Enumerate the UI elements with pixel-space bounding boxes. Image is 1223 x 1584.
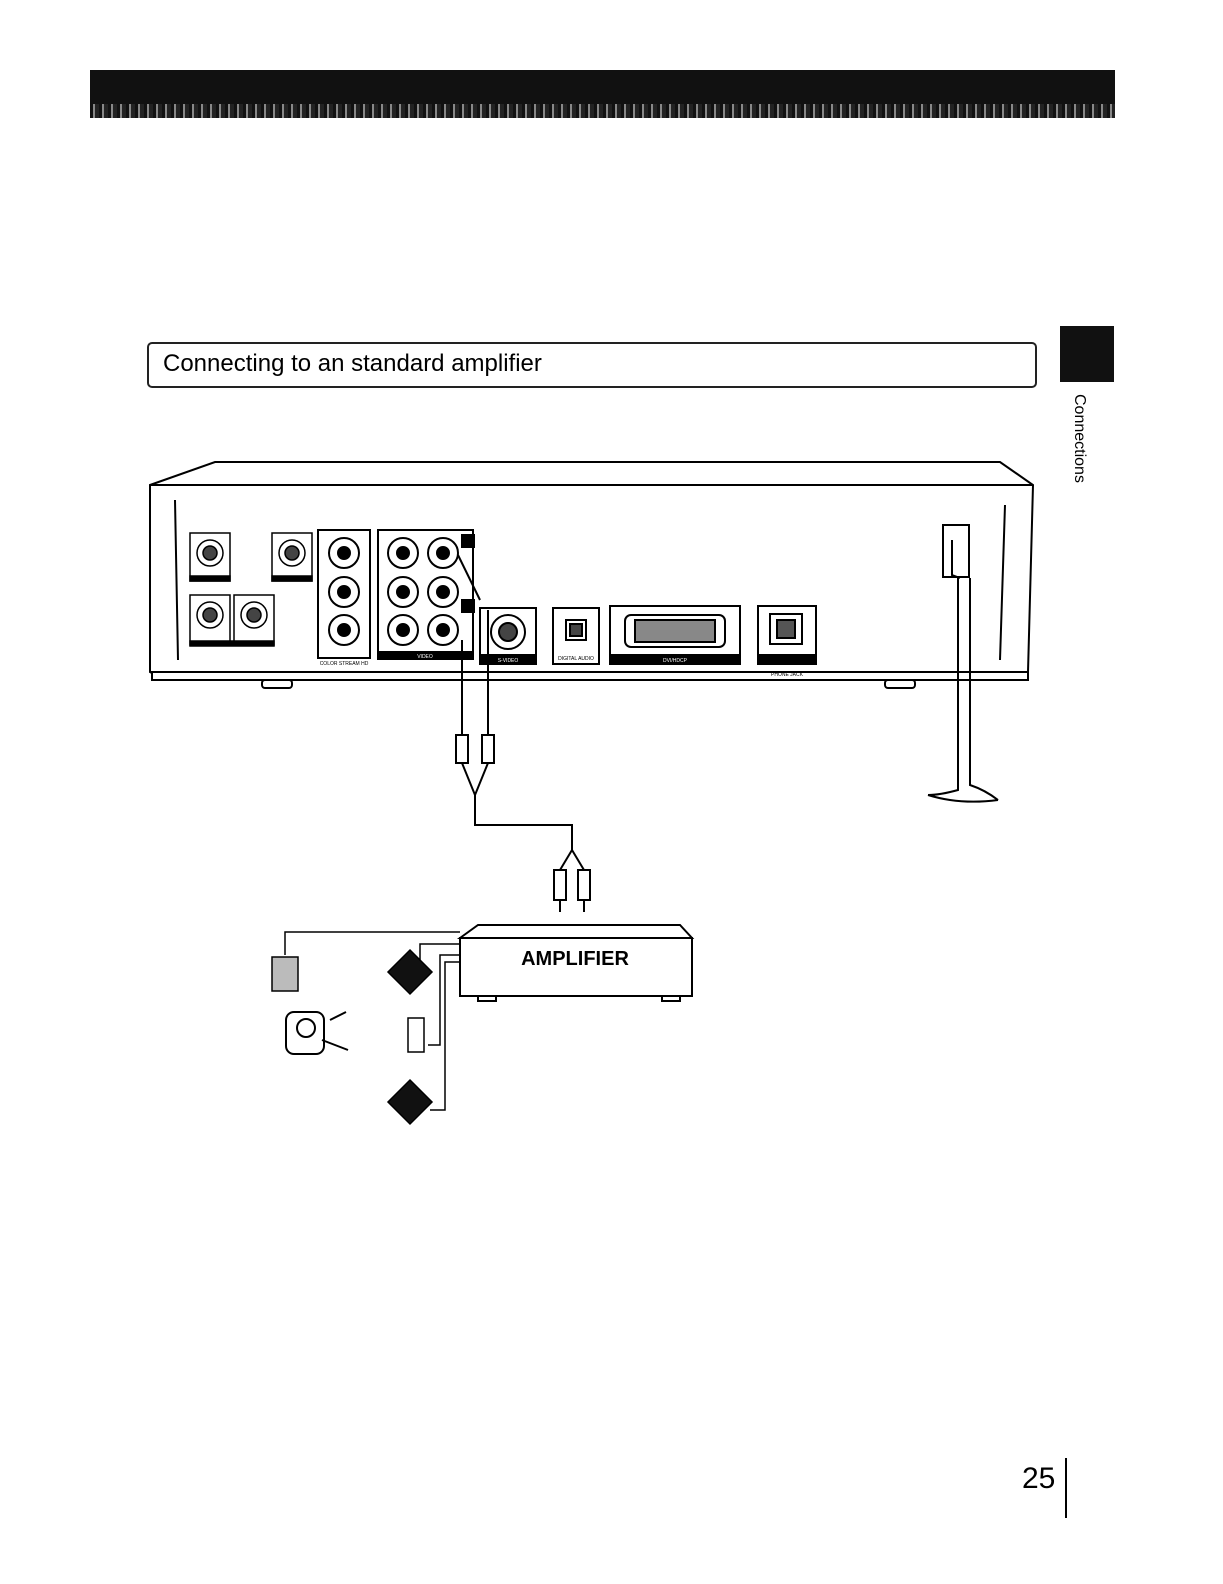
- dvi-label: DVI/HDCP: [663, 658, 688, 664]
- phone-jack-label: PHONE JACK: [771, 672, 804, 678]
- digital-audio-label: DIGITAL AUDIO: [558, 656, 594, 662]
- amplifier-label: AMPLIFIER: [460, 948, 690, 971]
- dvi-connector: [610, 606, 740, 664]
- audio-video-jacks: [378, 530, 474, 659]
- svideo-label: S-VIDEO: [498, 658, 519, 664]
- phone-jack: [758, 606, 816, 664]
- page-number: 25: [1022, 1462, 1055, 1496]
- component-video-jacks: [318, 530, 370, 658]
- listener-icon: [286, 1012, 348, 1054]
- page-number-rule: [1065, 1458, 1067, 1518]
- video-label: VIDEO: [417, 654, 433, 660]
- colorstream-label: COLOR STREAM HD: [320, 661, 369, 667]
